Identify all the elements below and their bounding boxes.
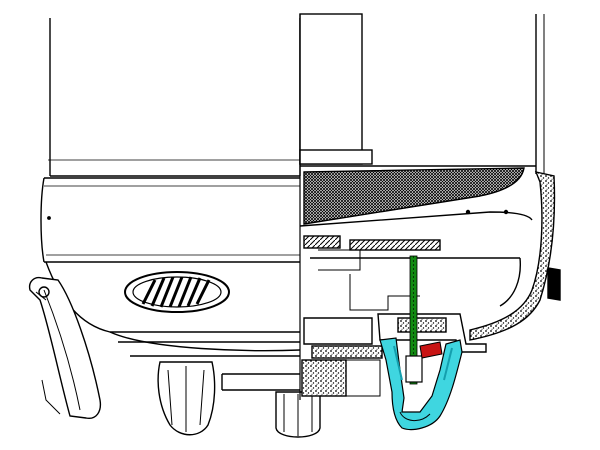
valve-stem [409,255,418,385]
drip-tray [303,317,373,345]
support-plate [349,239,441,251]
exterior-half [28,18,321,438]
drain-valve [379,337,463,431]
section-half [299,13,561,397]
upper-housing [49,18,301,177]
foot-left [157,361,216,436]
hatched-wedge [303,167,525,225]
lower-rail [118,341,300,391]
center-post [299,13,363,165]
outer-shell-section [469,171,556,341]
latch-lever [28,276,102,419]
valve-seal [419,341,443,359]
base-skirt [40,177,300,263]
vent-grille [124,271,230,313]
foot-center [275,391,321,438]
